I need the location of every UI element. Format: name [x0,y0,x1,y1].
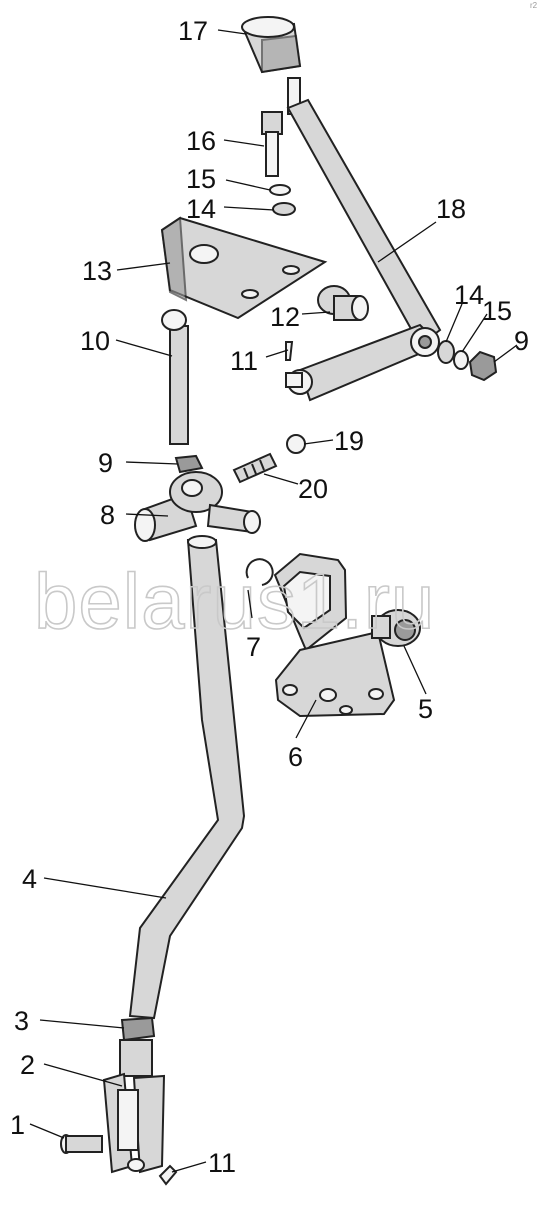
callout-15: 15 [186,164,216,194]
part-7-circlip [245,558,274,586]
callout-4: 4 [22,864,37,894]
callout-19: 19 [334,426,364,456]
part-5-bushing-nut [371,609,421,647]
part-4-gear-lever [128,535,246,1020]
leader-lines [29,29,518,1173]
part-6-plate [273,552,396,718]
part-13-bracket [160,216,328,320]
callout-20: 20 [298,474,328,504]
callout-1: 1 [10,1110,25,1140]
callout-16: 16 [186,126,216,156]
part-14-washer-right [437,340,455,364]
callout-2: 2 [20,1050,35,1080]
callout-14-right: 14 [454,280,484,310]
callout-17: 17 [178,16,208,46]
part-2-fork [102,1039,166,1174]
callout-9-right: 9 [514,326,529,356]
part-17-knob [241,16,302,74]
part-8-swivel [134,471,261,542]
part-10-rod [161,309,189,445]
callout-18: 18 [436,194,466,224]
part-20-spring [232,452,278,484]
part-3-nut [120,1016,156,1042]
callout-10: 10 [80,326,110,356]
part-9-nut-middle [174,454,204,474]
callout-12: 12 [270,302,300,332]
part-19-ball [286,434,306,454]
part-18-lever [285,77,442,402]
callout-9: 9 [98,448,113,478]
callout-3: 3 [14,1006,29,1036]
callout-7: 7 [246,632,261,662]
part-1-pin [60,1134,103,1154]
corner-mark: r2 [530,1,538,10]
part-14-washer [272,202,296,216]
watermark-text: belarus1.ru [34,557,435,645]
part-12-bushing [317,285,369,321]
callout-6: 6 [288,742,303,772]
callout-14: 14 [186,194,216,224]
callout-5: 5 [418,694,433,724]
part-9-nut-right [468,350,498,382]
part-11-cotter-pin-lower [158,1164,178,1186]
callout-11: 11 [230,346,258,376]
part-15-spring-washer-right [453,350,469,370]
part-11-cotter-pin-upper [285,341,294,361]
callout-15-right: 15 [482,296,512,326]
callout-11-lower: 11 [208,1148,236,1178]
part-15-spring-washer [269,184,291,196]
callout-13: 13 [82,256,112,286]
part-16-bolt [261,111,283,177]
callout-8: 8 [100,500,115,530]
